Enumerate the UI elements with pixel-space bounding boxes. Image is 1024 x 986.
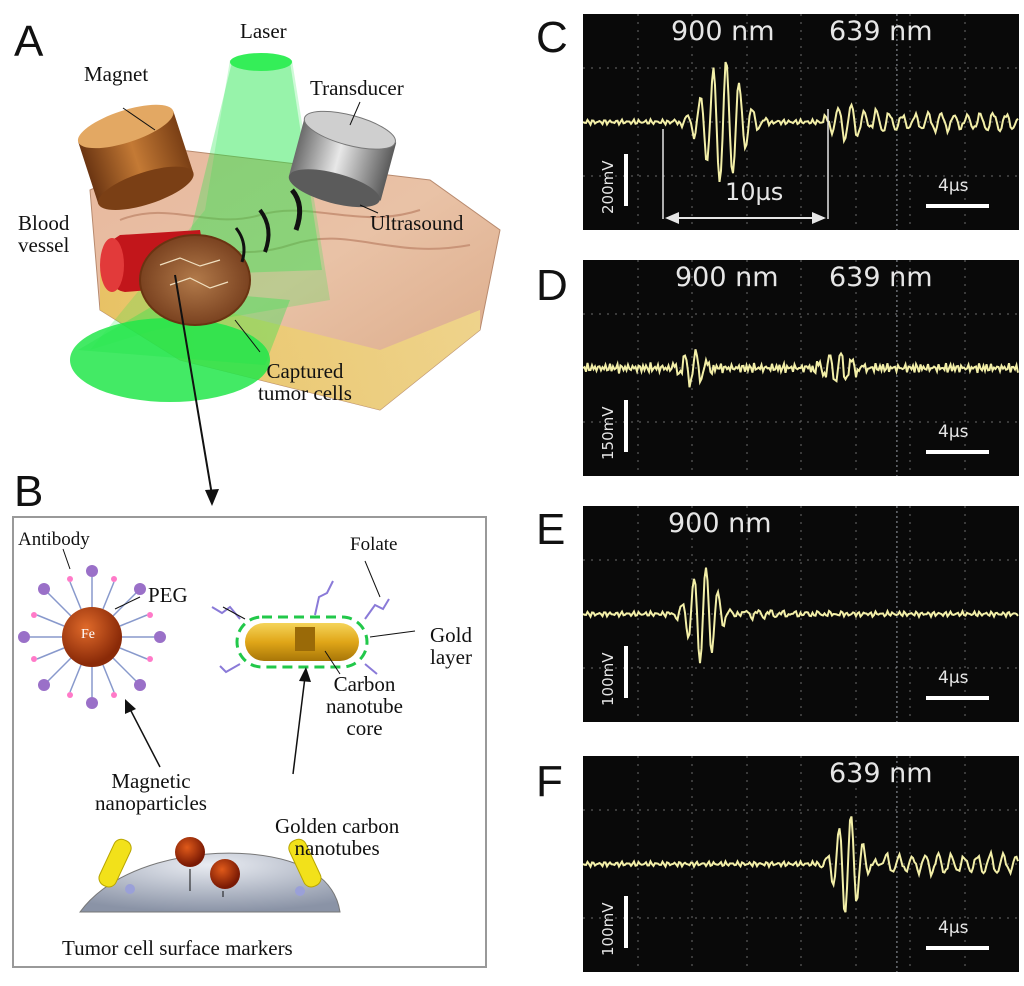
label-fe: Fe	[81, 627, 95, 642]
scope-e-voltage-scale: 100mV	[599, 652, 617, 706]
label-golden-carbon-nanotubes: Golden carbon nanotubes	[275, 814, 400, 861]
scope-d-time-scale: 4µs	[938, 422, 969, 442]
oscilloscope-e: 900 nm 100mV 4µs	[583, 506, 1019, 722]
scope-c-time-scale: 4µs	[938, 176, 969, 196]
oscilloscope-d: 900 nm 639 nm 150mV 4µs	[583, 260, 1019, 476]
scope-e-wavelength-900: 900 nm	[668, 508, 772, 539]
label-carbon-nanotube-core: Carbon nanotube core	[326, 672, 403, 741]
scope-c-interval-label: 10µs	[725, 178, 784, 206]
scope-f-plot	[583, 756, 1019, 972]
scope-d-wavelength-639: 639 nm	[829, 262, 933, 293]
label-ultrasound: Ultrasound	[370, 211, 464, 235]
label-magnetic-nanoparticles: Magnetic nanoparticles	[95, 769, 207, 816]
panel-a-illustration	[70, 53, 501, 411]
label-peg: PEG	[148, 583, 188, 607]
scope-f-wavelength-639: 639 nm	[829, 758, 933, 789]
scope-d-wavelength-900: 900 nm	[675, 262, 779, 293]
label-transducer: Transducer	[310, 76, 404, 100]
label-tumor-cell-surface-markers: Tumor cell surface markers	[62, 936, 293, 960]
label-folate: Folate	[350, 534, 398, 555]
label-captured-tumor-cells: Captured tumor cells	[258, 359, 352, 406]
scope-c-voltage-scale: 200mV	[599, 160, 617, 214]
panel-letter-b: B	[14, 467, 44, 516]
label-blood-vessel: Blood vessel	[18, 211, 70, 258]
panel-b-frame	[12, 516, 487, 968]
scope-d-voltage-scale: 150mV	[599, 406, 617, 460]
oscilloscope-f: 639 nm 100mV 4µs	[583, 756, 1019, 972]
scope-c-wavelength-900: 900 nm	[671, 16, 775, 47]
panel-letter-d: D	[536, 261, 568, 310]
magnetic-nanoparticle-graphic	[18, 565, 166, 709]
label-magnet: Magnet	[84, 62, 149, 86]
scope-c-plot	[583, 14, 1019, 230]
panel-b-illustration	[18, 548, 416, 913]
panel-letter-a: A	[14, 17, 44, 66]
oscilloscope-c: 900 nm 639 nm 10µs 200mV 4µs	[583, 14, 1019, 230]
scope-d-plot	[583, 260, 1019, 476]
panel-letter-e: E	[536, 505, 566, 554]
label-laser: Laser	[240, 19, 287, 43]
label-antibody: Antibody	[18, 529, 90, 550]
zoom-arrow	[174, 274, 219, 506]
scope-f-voltage-scale: 100mV	[599, 902, 617, 956]
golden-carbon-nanotube-graphic	[211, 580, 390, 675]
label-gold-layer: Gold layer	[430, 623, 472, 670]
panel-letter-f: F	[536, 757, 563, 806]
scope-c-wavelength-639: 639 nm	[829, 16, 933, 47]
panel-letter-c: C	[536, 13, 568, 62]
scope-e-time-scale: 4µs	[938, 668, 969, 688]
scope-f-time-scale: 4µs	[938, 918, 969, 938]
scope-e-plot	[583, 506, 1019, 722]
